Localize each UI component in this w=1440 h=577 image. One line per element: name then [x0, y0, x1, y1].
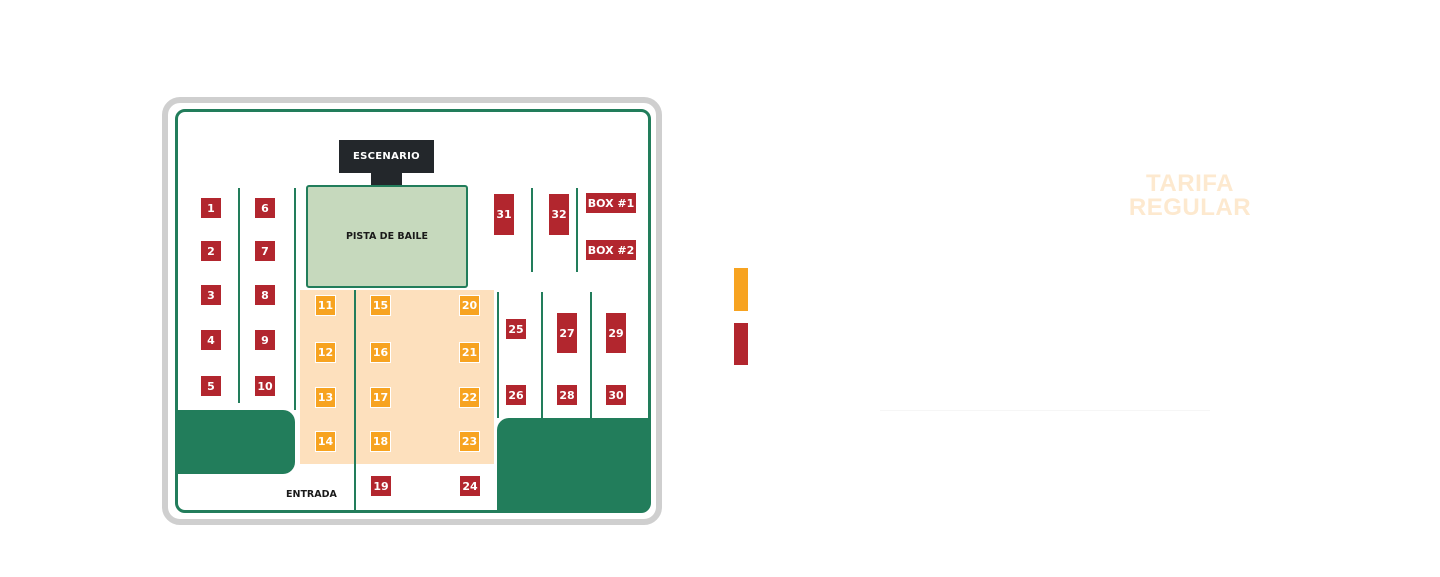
table-27[interactable]: 27 [557, 313, 577, 353]
table-10[interactable]: 10 [255, 376, 275, 396]
table-18[interactable]: 18 [370, 431, 391, 452]
rate-title-line2: REGULAR [1128, 194, 1252, 221]
legend-red-swatch [734, 323, 748, 365]
table-5[interactable]: 5 [201, 376, 221, 396]
box-1[interactable]: BOX #1 [586, 193, 636, 213]
table-7[interactable]: 7 [255, 241, 275, 261]
table-22[interactable]: 22 [459, 387, 480, 408]
table-28[interactable]: 28 [557, 385, 577, 405]
dance-floor: PISTA DE BAILE [306, 185, 468, 288]
table-12[interactable]: 12 [315, 342, 336, 363]
divider-line [497, 292, 499, 418]
divider-line [590, 292, 592, 418]
table-4[interactable]: 4 [201, 330, 221, 350]
table-23[interactable]: 23 [459, 431, 480, 452]
table-24[interactable]: 24 [460, 476, 480, 496]
table-14[interactable]: 14 [315, 431, 336, 452]
stage: ESCENARIO [339, 140, 434, 173]
table-31[interactable]: 31 [494, 194, 514, 235]
divider-line [541, 292, 543, 418]
table-6[interactable]: 6 [255, 198, 275, 218]
table-3[interactable]: 3 [201, 285, 221, 305]
table-25[interactable]: 25 [506, 319, 526, 339]
table-2[interactable]: 2 [201, 241, 221, 261]
table-17[interactable]: 17 [370, 387, 391, 408]
rate-title-line1: TARIFA [1146, 170, 1234, 197]
entrance-label: ENTRADA [286, 489, 337, 500]
table-8[interactable]: 8 [255, 285, 275, 305]
divider-line [576, 188, 578, 272]
table-11[interactable]: 11 [315, 295, 336, 316]
green-area-right [497, 418, 650, 512]
legend-orange-swatch [734, 268, 748, 311]
table-13[interactable]: 13 [315, 387, 336, 408]
table-26[interactable]: 26 [506, 385, 526, 405]
table-16[interactable]: 16 [370, 342, 391, 363]
divider-line [354, 290, 356, 512]
divider-line [238, 188, 240, 403]
rate-title: TARIFA REGULAR [1085, 172, 1295, 220]
table-9[interactable]: 9 [255, 330, 275, 350]
green-area-left [176, 410, 295, 474]
box-2[interactable]: BOX #2 [586, 240, 636, 260]
table-19[interactable]: 19 [371, 476, 391, 496]
table-21[interactable]: 21 [459, 342, 480, 363]
table-29[interactable]: 29 [606, 313, 626, 353]
table-30[interactable]: 30 [606, 385, 626, 405]
table-32[interactable]: 32 [549, 194, 569, 235]
table-1[interactable]: 1 [201, 198, 221, 218]
divider-line [294, 188, 296, 410]
table-15[interactable]: 15 [370, 295, 391, 316]
table-20[interactable]: 20 [459, 295, 480, 316]
faint-divider [880, 410, 1210, 411]
divider-line [531, 188, 533, 272]
